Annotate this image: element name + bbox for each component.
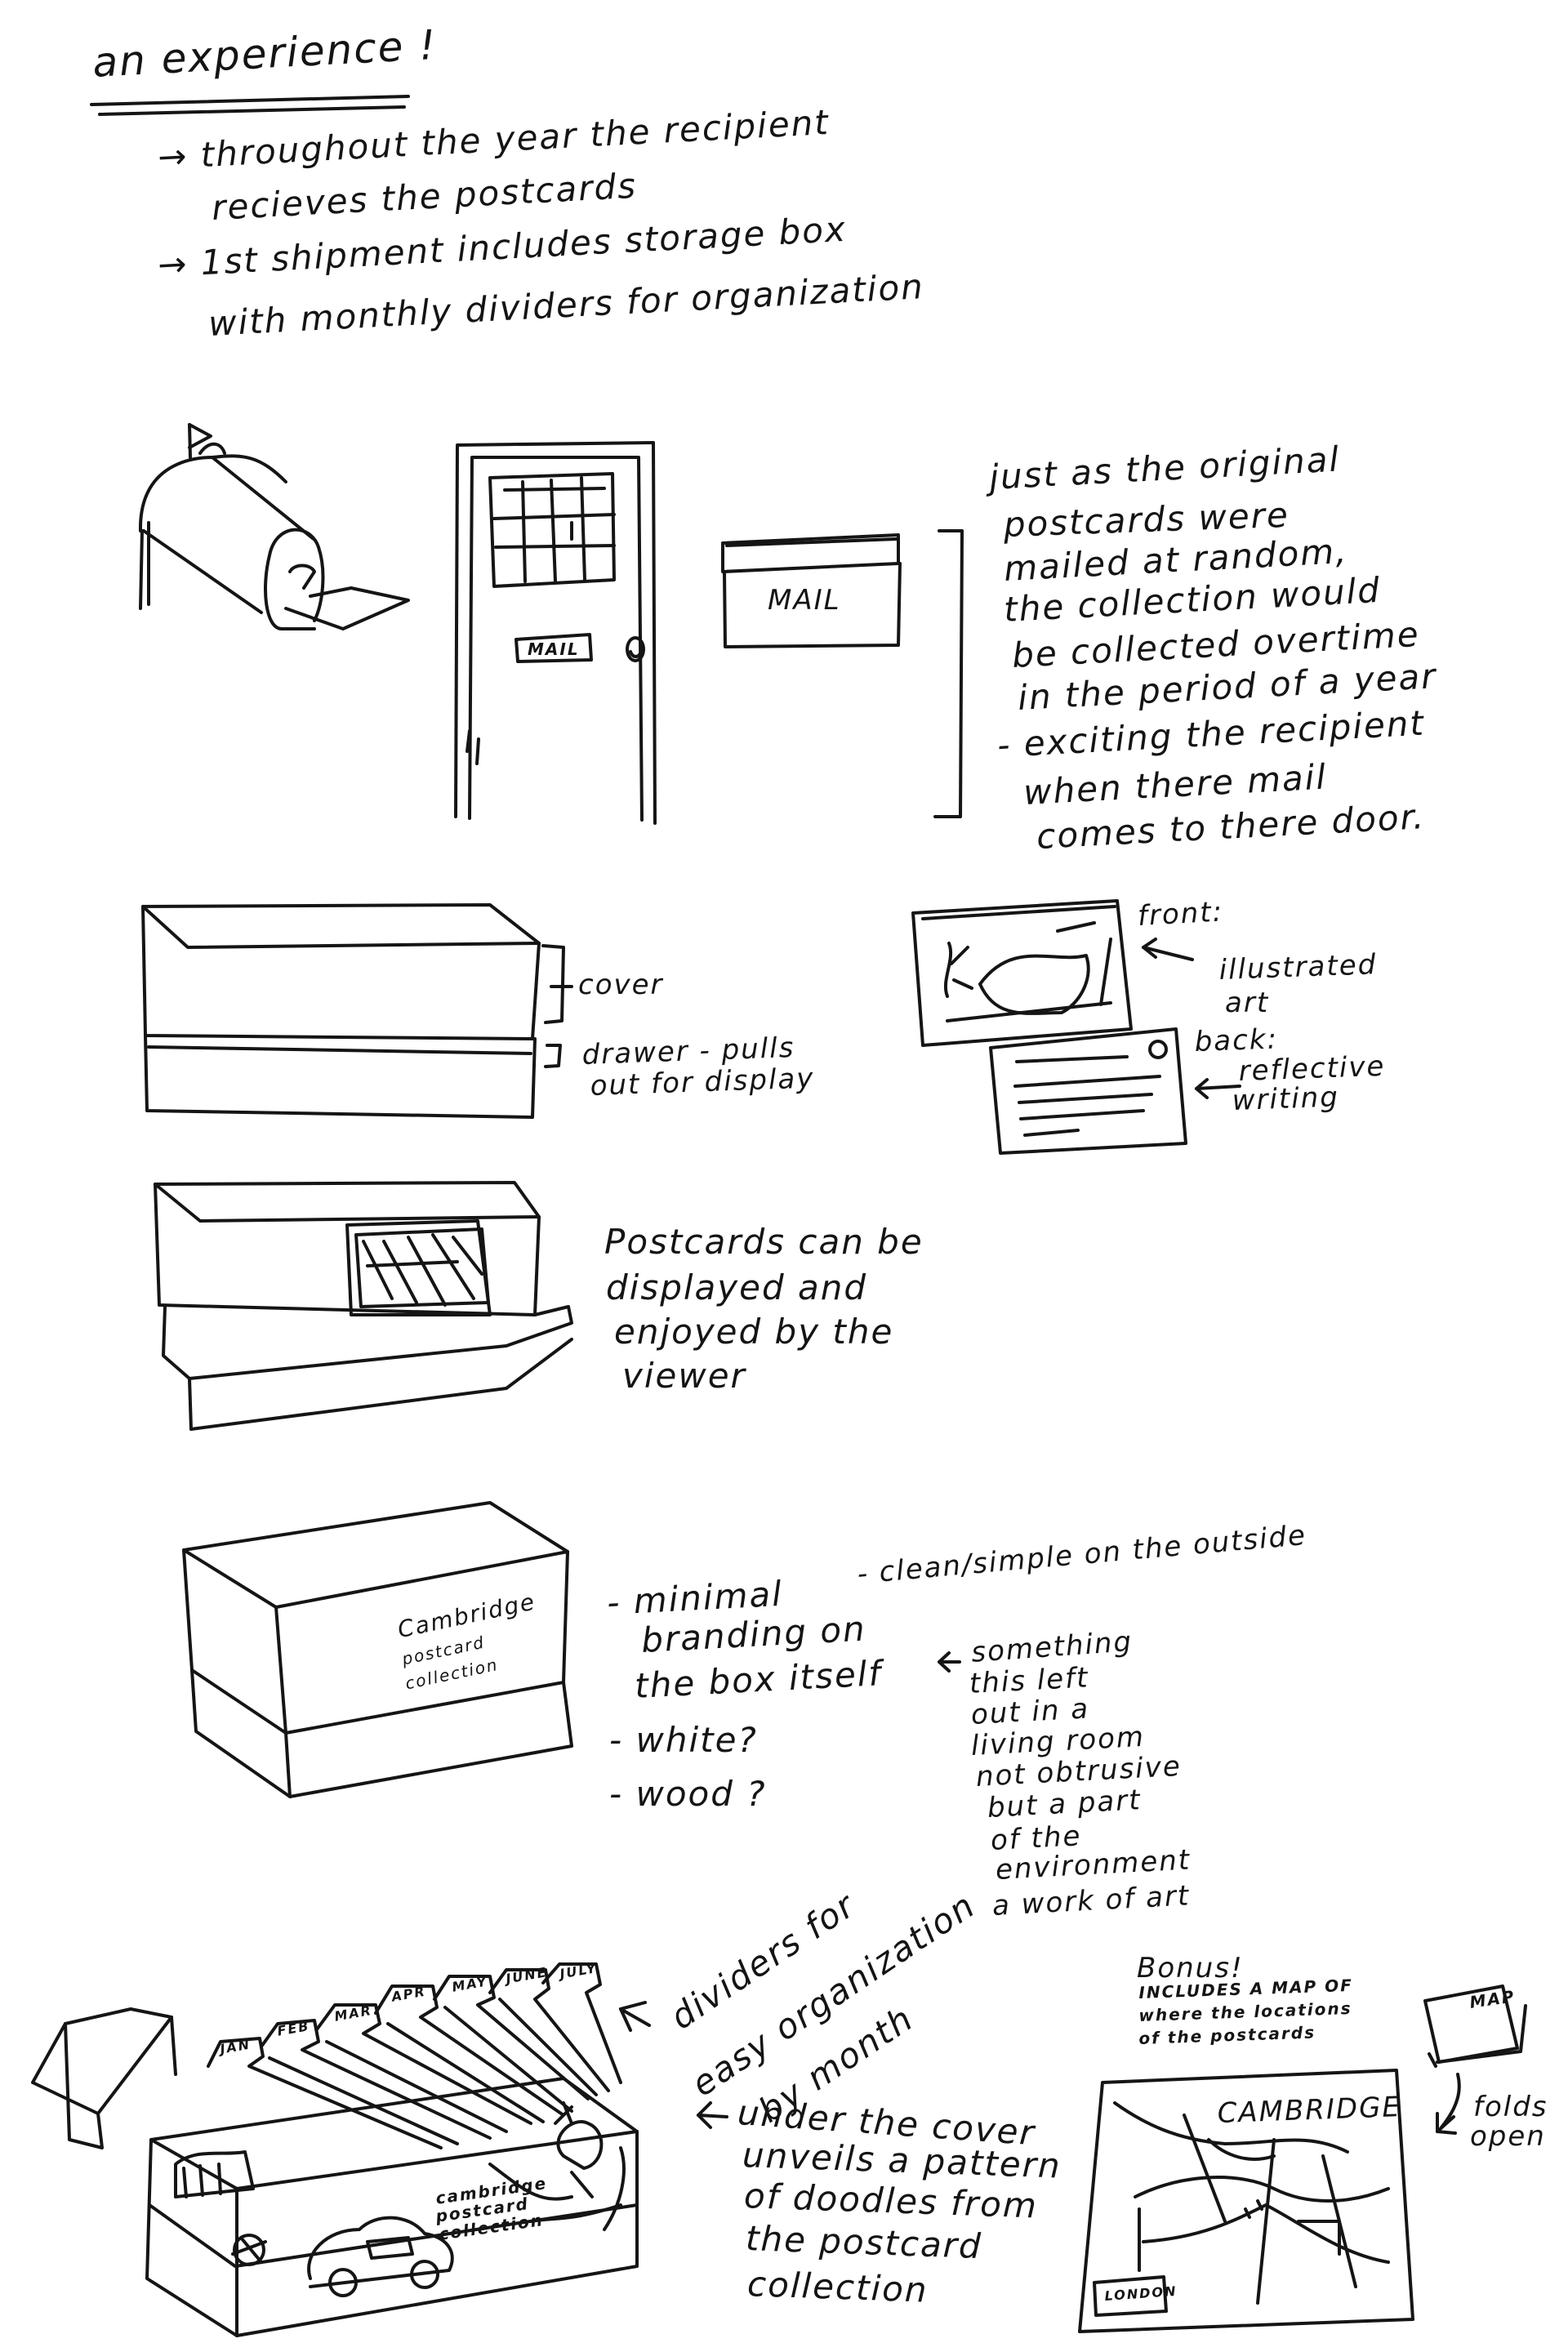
organizer-box-drawing (31, 1962, 639, 2337)
map-cambridge-label: CAMBRIDGE (1217, 2091, 1402, 2130)
display-line-3: enjoyed by the (614, 1312, 894, 1352)
mail-note-bracket (933, 529, 964, 818)
branded-box-drawing (182, 1501, 573, 1798)
wall-mailbox-drawing (721, 533, 902, 648)
wood-label: - wood ? (609, 1774, 767, 1814)
folds-label-1: folds (1473, 2091, 1548, 2123)
bonus-title: Bonus! (1137, 1952, 1244, 1984)
display-line-2: displayed and (606, 1267, 867, 1307)
front-label: front: (1137, 895, 1225, 933)
organizer-arrows (619, 1651, 961, 2129)
white-label: - white? (609, 1720, 758, 1760)
back-label: back: (1194, 1022, 1279, 1058)
illustrated-label-1: illustrated (1218, 948, 1378, 987)
cover-label: cover (578, 969, 664, 1001)
under-line-4: the postcard (745, 2218, 983, 2267)
door-drawing (454, 441, 657, 825)
closed-box-drawing (141, 903, 573, 1119)
door-mail-sign: MAIL (528, 639, 580, 659)
under-line-5: collection (746, 2264, 929, 2310)
folds-label-2: open (1470, 2120, 1546, 2153)
wall-mailbox-sign: MAIL (768, 584, 841, 617)
display-line-1: Postcards can be (604, 1222, 924, 1262)
illustrated-label-2: art (1225, 987, 1270, 1019)
mailbox-drawing (138, 423, 410, 630)
title-underline (90, 95, 410, 116)
map-drawing (1078, 1984, 1527, 2333)
reflective-label-2: writing (1232, 1080, 1340, 1117)
open-display-box-drawing (154, 1181, 573, 1431)
display-line-4: viewer (622, 1356, 746, 1396)
postcards-front-back-drawing (911, 899, 1241, 1155)
